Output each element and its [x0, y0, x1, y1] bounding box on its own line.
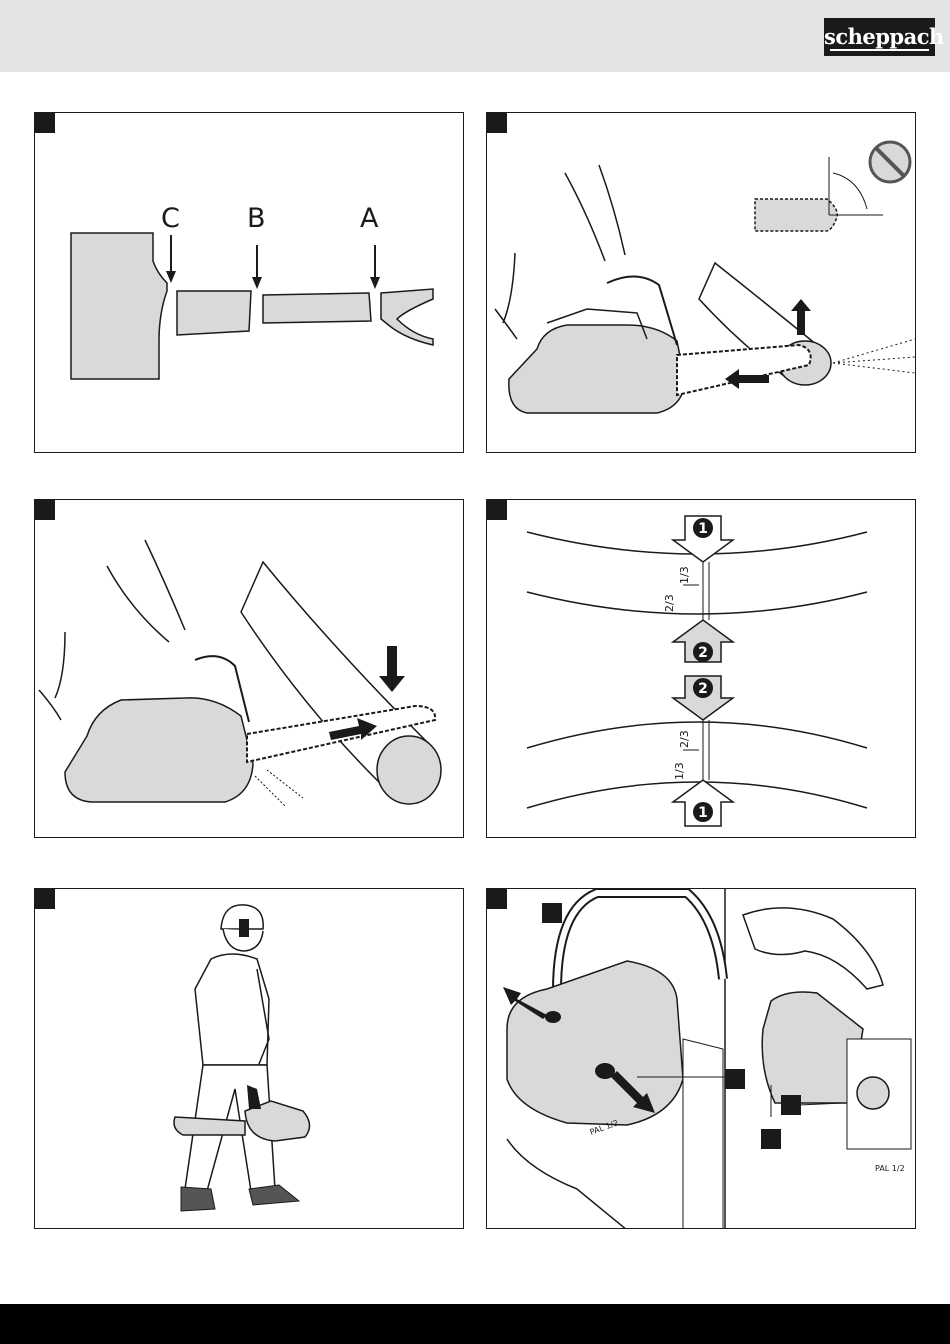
figure-panel-carrying: [34, 888, 464, 1229]
chainsaw-top-cut-illustration: [35, 500, 464, 838]
fraction-label: 2/3: [663, 594, 676, 612]
fraction-label: 1/3: [673, 762, 686, 780]
brand-logo: scheppach: [824, 18, 935, 56]
figure-panel-underside-cut: [486, 112, 916, 453]
step-number: 2: [698, 681, 708, 697]
step-number: 1: [698, 521, 708, 537]
figure-panel-cover-removal: PAL 1/2 PAL 1/2: [486, 888, 916, 1229]
callout-marker: [781, 1095, 801, 1115]
no-kickback-icon: [870, 142, 910, 182]
person-carrying-chainsaw-illustration: [35, 889, 464, 1229]
cover-removal-illustration: PAL 1/2 PAL 1/2: [487, 889, 916, 1229]
figure-panel-relief-cut: 1 2 2 1 1/3 2/3 2/3 1/3: [486, 499, 916, 838]
step-number: 1: [698, 805, 708, 821]
fraction-label: 1/3: [678, 566, 691, 584]
pal-marking: PAL 1/2: [875, 1164, 905, 1173]
relief-cut-diagram: 1 2 2 1: [487, 500, 916, 838]
figure-panel-top-cut: [34, 499, 464, 838]
fraction-label: 2/3: [678, 730, 691, 748]
callout-marker: [725, 1069, 745, 1089]
step-number: 2: [698, 645, 708, 661]
callout-marker: [542, 903, 562, 923]
figure-panel-branch-cutting: C B A: [34, 112, 464, 453]
branch-illustration: [35, 113, 464, 453]
callout-marker: [761, 1129, 781, 1149]
chainsaw-underside-illustration: [487, 113, 916, 453]
page-footer: [0, 1304, 950, 1344]
page-header: [0, 0, 950, 72]
